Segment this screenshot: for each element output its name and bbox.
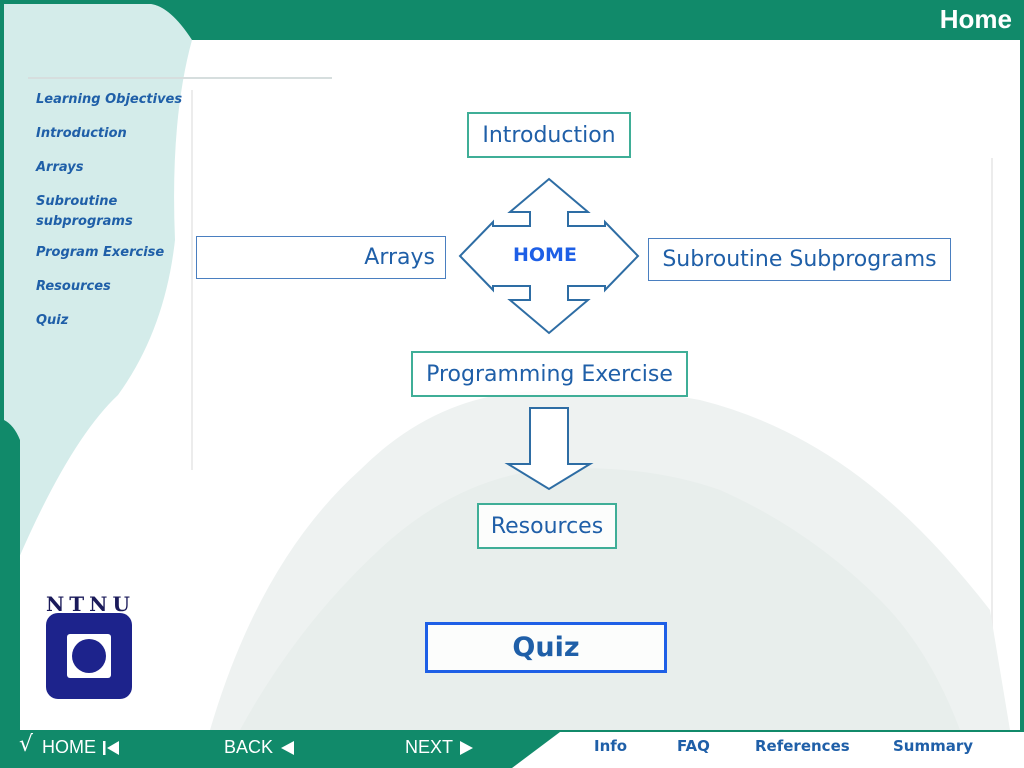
home-label[interactable]: HOME (513, 244, 577, 266)
sidebar-item-subroutine-subprograms[interactable]: Subroutine subprograms (36, 194, 133, 229)
quiz-box[interactable]: Quiz (425, 622, 667, 673)
home-nav-button[interactable]: HOME (42, 737, 120, 758)
resources-box[interactable]: Resources (477, 503, 617, 549)
introduction-box[interactable]: Introduction (467, 112, 631, 158)
back-arrow-icon (281, 740, 295, 755)
four-way-arrow (458, 177, 640, 335)
next-nav-label: NEXT (405, 737, 454, 757)
ntnu-logo-text: NTNU (46, 592, 135, 616)
first-page-icon (103, 740, 119, 755)
next-nav-button[interactable]: NEXT (405, 737, 475, 758)
sidebar-item-program-exercise[interactable]: Program Exercise (36, 245, 165, 260)
back-nav-label: BACK (224, 737, 274, 757)
down-arrow (504, 407, 594, 491)
sidebar-item-resources[interactable]: Resources (36, 279, 111, 294)
subroutine-subprograms-box[interactable]: Subroutine Subprograms (648, 238, 951, 281)
next-arrow-icon (460, 740, 474, 755)
info-link[interactable]: Info (594, 737, 628, 755)
page-title: Home (939, 4, 1012, 34)
sidebar-item-arrays[interactable]: Arrays (36, 160, 84, 175)
back-nav-button[interactable]: BACK (224, 737, 295, 758)
sidebar-item-quiz[interactable]: Quiz (36, 313, 69, 328)
programming-exercise-box[interactable]: Programming Exercise (411, 351, 688, 397)
sidebar-item-introduction[interactable]: Introduction (36, 126, 127, 141)
home-nav-label: HOME (42, 737, 96, 757)
ntnu-logo-icon (46, 613, 132, 699)
summary-link[interactable]: Summary (893, 737, 974, 755)
faq-link[interactable]: FAQ (677, 737, 710, 755)
check-icon: √ (19, 732, 34, 757)
sidebar-item-learning-objectives[interactable]: Learning Objectives (36, 92, 183, 107)
references-link[interactable]: References (755, 737, 850, 755)
arrays-box[interactable]: Arrays (196, 236, 446, 279)
